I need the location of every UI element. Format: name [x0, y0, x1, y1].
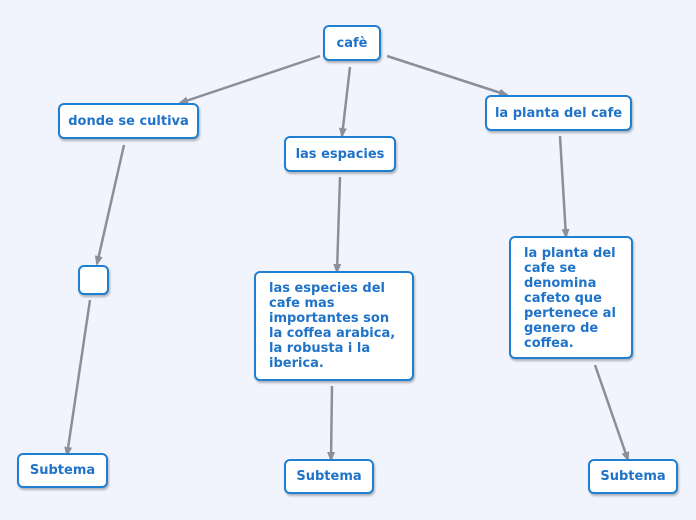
connector-root-to-where	[178, 54, 321, 105]
topic-coffee-plant[interactable]: la planta del cafe	[485, 95, 632, 131]
connector-species-detail-to-subtopic-2	[327, 385, 336, 462]
topic-where-cultivated[interactable]: donde se cultiva	[58, 103, 199, 139]
root-node[interactable]: cafè	[323, 25, 381, 61]
connector-where-to-empty	[94, 144, 126, 266]
connector-species-to-detail	[333, 176, 342, 274]
connector-root-to-species	[338, 66, 352, 138]
subtopic-1[interactable]: Subtema	[17, 453, 108, 488]
connector-empty-to-subtopic-1	[64, 299, 92, 457]
subtopic-2[interactable]: Subtema	[284, 459, 374, 494]
connector-plant-to-detail	[558, 135, 570, 239]
subtopic-3[interactable]: Subtema	[588, 459, 678, 494]
topic-species[interactable]: las espacies	[284, 136, 396, 172]
empty-node[interactable]	[78, 265, 109, 295]
connector-plant-detail-to-subtopic-3	[593, 364, 630, 462]
connector-root-to-plant	[386, 54, 509, 97]
plant-detail-node[interactable]: la planta del cafe se denomina cafeto qu…	[509, 236, 633, 359]
species-detail-node[interactable]: las especies del cafe mas importantes so…	[254, 271, 414, 381]
